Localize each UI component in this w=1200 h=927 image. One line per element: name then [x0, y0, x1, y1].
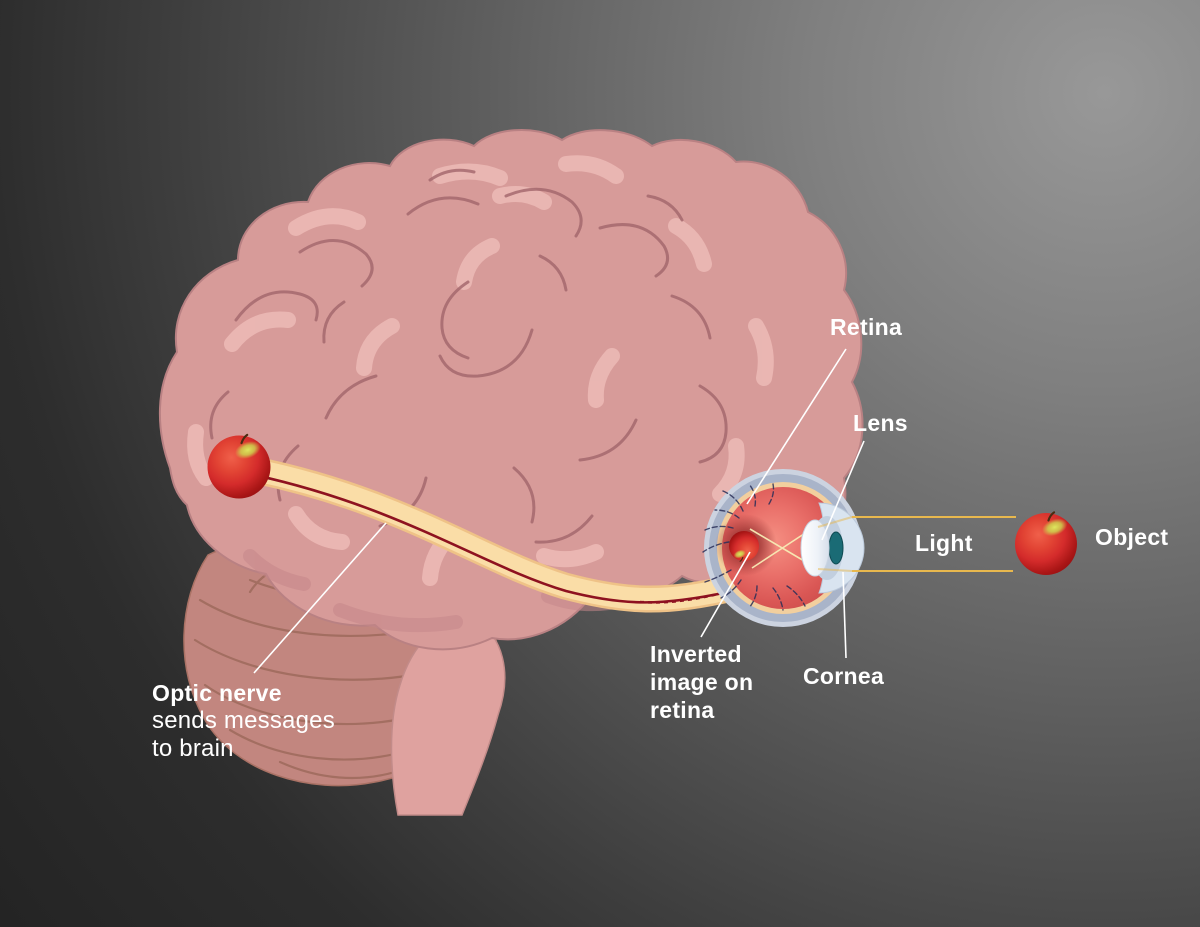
light-ray-refract-bottom [817, 568, 853, 572]
eye [702, 469, 865, 627]
label-inverted-image-line1: Inverted [650, 641, 742, 667]
label-optic-nerve-sub1: sends messages [152, 707, 335, 734]
optic-nerve-leader-line [253, 522, 387, 674]
label-optic-nerve: Optic nerve sends messages to brain [152, 679, 335, 763]
object-apple [1013, 511, 1079, 577]
label-light: Light [915, 530, 973, 556]
cornea-leader-line [842, 571, 847, 659]
label-lens: Lens [853, 410, 908, 436]
brain-stem [390, 614, 506, 816]
light-ray-refract-top [817, 516, 853, 528]
label-inverted-image-line2: image on [650, 669, 754, 695]
label-object: Object [1095, 524, 1169, 550]
lens-leader-line [821, 440, 865, 541]
label-optic-nerve-sub2: to brain [152, 735, 234, 762]
optic-nerve-band [234, 457, 743, 610]
optic-nerve-signal-line [249, 472, 729, 604]
inverted-image-leader-line [700, 551, 751, 638]
optic-nerve [231, 454, 746, 613]
label-cornea: Cornea [803, 663, 885, 689]
retina-blood-vessels [702, 483, 806, 611]
iris-pupil [828, 531, 844, 565]
label-optic-nerve-title: Optic nerve [152, 680, 282, 706]
lens-shape [800, 519, 830, 577]
cerebrum-body [158, 129, 864, 651]
light-rays [817, 516, 1016, 572]
label-retina: Retina [830, 314, 903, 340]
leader-lines [253, 348, 865, 674]
label-inverted-image-line3: retina [650, 697, 715, 723]
label-inverted-image: Inverted image on retina [650, 640, 753, 724]
retina-leader-line [746, 348, 847, 505]
